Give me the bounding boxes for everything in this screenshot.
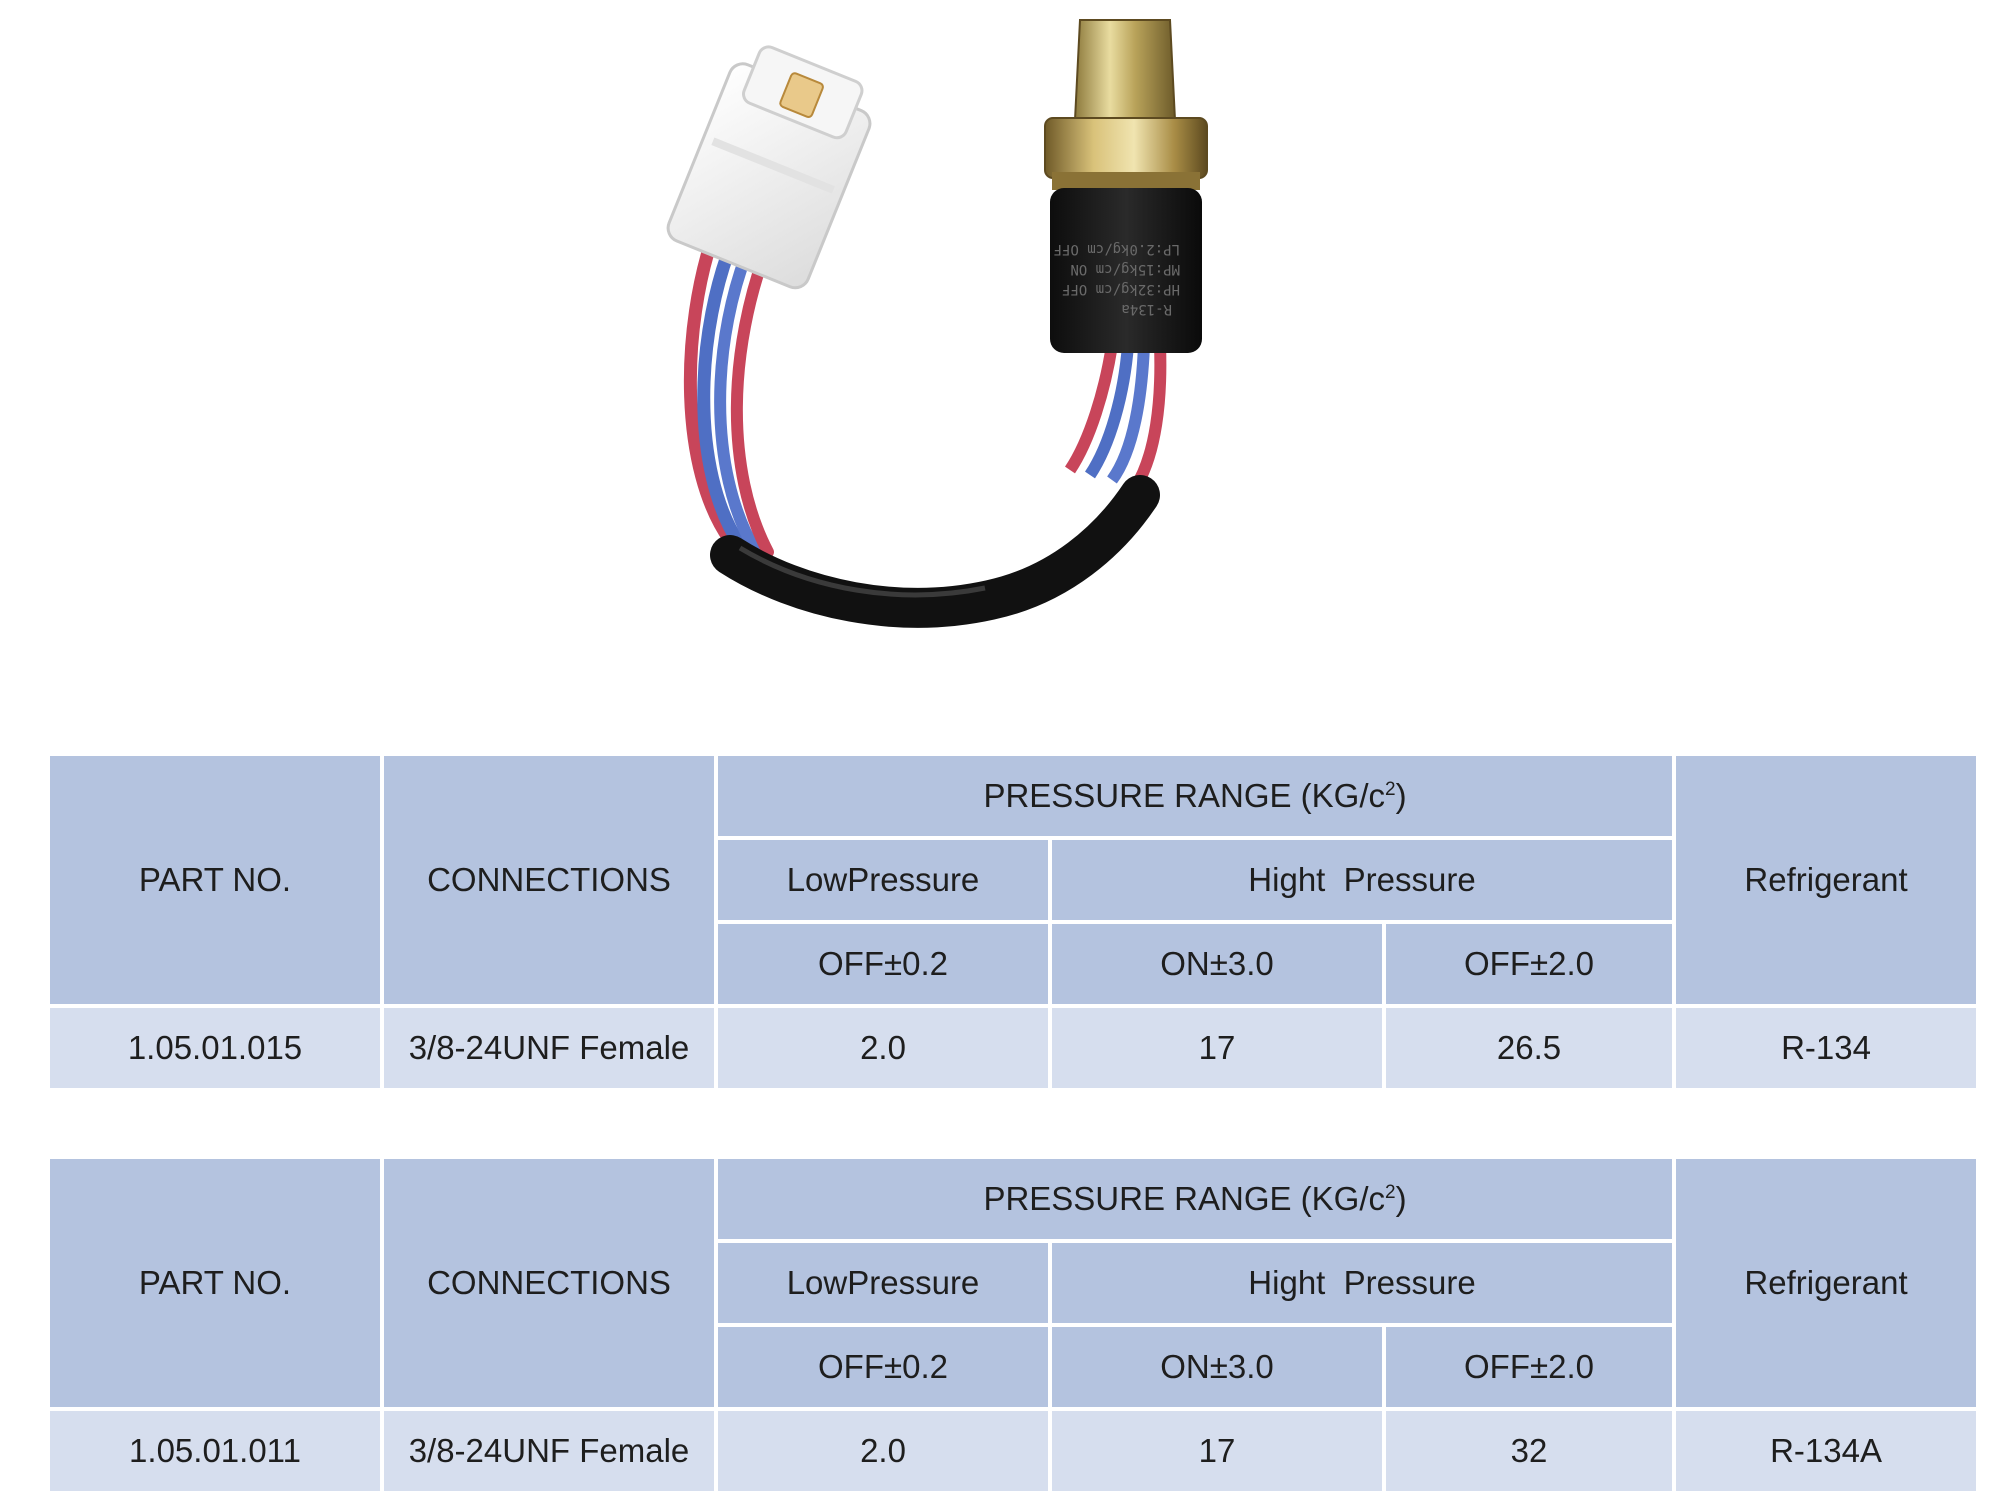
cell-high-off: 26.5 (1386, 1008, 1673, 1088)
spec-table-1: PART NO. CONNECTIONS PRESSURE RANGE (KG/… (46, 752, 1980, 1092)
header-high-pressure: Hight Pressure (1052, 840, 1673, 920)
header-low-off: OFF±0.2 (718, 924, 1048, 1004)
cell-connections: 3/8-24UNF Female (384, 1008, 714, 1088)
spec-table-2: PART NO. CONNECTIONS PRESSURE RANGE (KG/… (46, 1155, 1980, 1495)
cell-refrigerant: R-134 (1676, 1008, 1977, 1088)
header-high-off: OFF±2.0 (1386, 1327, 1673, 1407)
cell-high-off: 32 (1386, 1411, 1673, 1491)
pressure-switch-photo: R-134a HP:32kg/cm OFF MP:15kg/cm ON LP:2… (666, 19, 1208, 628)
cell-part-no: 1.05.01.015 (50, 1008, 380, 1088)
header-pressure-range: PRESSURE RANGE (KG/c2) (718, 756, 1673, 836)
header-part-no: PART NO. (50, 756, 380, 1004)
cell-high-on: 17 (1052, 1411, 1382, 1491)
table-row: 1.05.01.015 3/8-24UNF Female 2.0 17 26.5… (50, 1008, 1977, 1088)
cell-refrigerant: R-134A (1676, 1411, 1977, 1491)
svg-text:LP:2.0kg/cm OFF: LP:2.0kg/cm OFF (1054, 241, 1180, 257)
svg-text:MP:15kg/cm ON: MP:15kg/cm ON (1070, 261, 1180, 277)
header-connections: CONNECTIONS (384, 1159, 714, 1407)
svg-text:HP:32kg/cm OFF: HP:32kg/cm OFF (1062, 281, 1180, 297)
cell-low-off: 2.0 (718, 1411, 1048, 1491)
header-low-pressure: LowPressure (718, 840, 1048, 920)
header-refrigerant: Refrigerant (1676, 1159, 1977, 1407)
header-high-off: OFF±2.0 (1386, 924, 1673, 1004)
cell-connections: 3/8-24UNF Female (384, 1411, 714, 1491)
header-low-off: OFF±0.2 (718, 1327, 1048, 1407)
header-pressure-range: PRESSURE RANGE (KG/c2) (718, 1159, 1673, 1239)
cell-part-no: 1.05.01.011 (50, 1411, 380, 1491)
header-high-pressure: Hight Pressure (1052, 1243, 1673, 1323)
header-refrigerant: Refrigerant (1676, 756, 1977, 1004)
svg-text:R-134a: R-134a (1121, 301, 1172, 317)
header-low-pressure: LowPressure (718, 1243, 1048, 1323)
header-high-on: ON±3.0 (1052, 924, 1382, 1004)
table-row: 1.05.01.011 3/8-24UNF Female 2.0 17 32 R… (50, 1411, 1977, 1491)
header-connections: CONNECTIONS (384, 756, 714, 1004)
header-high-on: ON±3.0 (1052, 1327, 1382, 1407)
cell-high-on: 17 (1052, 1008, 1382, 1088)
header-part-no: PART NO. (50, 1159, 380, 1407)
cell-low-off: 2.0 (718, 1008, 1048, 1088)
